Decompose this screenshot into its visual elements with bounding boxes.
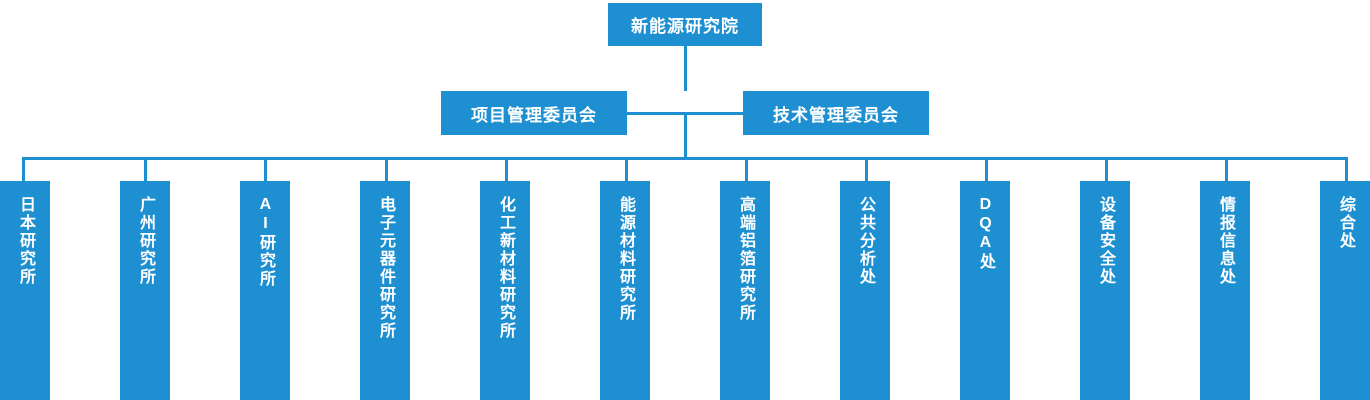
node-leaf-9[interactable]: DQA处 bbox=[960, 181, 1010, 400]
connector-root-to-bus bbox=[684, 112, 687, 160]
node-leaf-12[interactable]: 综合处 bbox=[1320, 181, 1370, 400]
connector-leaf-stem-9 bbox=[985, 157, 988, 181]
node-label: 情报信息处 bbox=[1216, 196, 1234, 286]
connector-level3-bus bbox=[22, 157, 1346, 160]
connector-leaf-stem-4 bbox=[385, 157, 388, 181]
node-leaf-7[interactable]: 高端铝箔研究所 bbox=[720, 181, 770, 400]
node-label: AI研究所 bbox=[256, 196, 274, 288]
connector-leaf-stem-8 bbox=[865, 157, 868, 181]
node-root[interactable]: 新能源研究院 bbox=[608, 3, 762, 46]
node-leaf-4[interactable]: 电子元器件研究所 bbox=[360, 181, 410, 400]
connector-leaf-stem-11 bbox=[1225, 157, 1228, 181]
node-label: 设备安全处 bbox=[1096, 196, 1114, 286]
connector-leaf-stem-7 bbox=[745, 157, 748, 181]
node-label: 能源材料研究所 bbox=[616, 196, 634, 322]
node-leaf-11[interactable]: 情报信息处 bbox=[1200, 181, 1250, 400]
node-leaf-5[interactable]: 化工新材料研究所 bbox=[480, 181, 530, 400]
node-project-management-committee[interactable]: 项目管理委员会 bbox=[441, 91, 627, 135]
node-label: 项目管理委员会 bbox=[471, 105, 597, 125]
node-root-label: 新能源研究院 bbox=[631, 17, 739, 36]
node-technology-management-committee[interactable]: 技术管理委员会 bbox=[743, 91, 929, 135]
connector-root-stem bbox=[684, 46, 687, 91]
node-leaf-1[interactable]: 日本研究所 bbox=[0, 181, 50, 400]
node-label: 日本研究所 bbox=[16, 196, 34, 286]
node-leaf-10[interactable]: 设备安全处 bbox=[1080, 181, 1130, 400]
node-leaf-3[interactable]: AI研究所 bbox=[240, 181, 290, 400]
connector-leaf-stem-12 bbox=[1345, 157, 1348, 181]
node-label: 化工新材料研究所 bbox=[496, 196, 514, 340]
node-leaf-8[interactable]: 公共分析处 bbox=[840, 181, 890, 400]
node-label: 公共分析处 bbox=[856, 196, 874, 286]
connector-leaf-stem-2 bbox=[144, 157, 147, 181]
node-label: 技术管理委员会 bbox=[773, 105, 899, 125]
node-label: 高端铝箔研究所 bbox=[736, 196, 754, 322]
connector-leaf-stem-1 bbox=[22, 157, 25, 181]
connector-leaf-stem-3 bbox=[264, 157, 267, 181]
connector-leaf-stem-5 bbox=[505, 157, 508, 181]
node-leaf-6[interactable]: 能源材料研究所 bbox=[600, 181, 650, 400]
node-label: 电子元器件研究所 bbox=[376, 196, 394, 340]
node-label: 综合处 bbox=[1336, 196, 1354, 250]
node-label: DQA处 bbox=[976, 196, 994, 271]
node-leaf-2[interactable]: 广州研究所 bbox=[120, 181, 170, 400]
connector-leaf-stem-6 bbox=[625, 157, 628, 181]
node-label: 广州研究所 bbox=[136, 196, 154, 286]
connector-leaf-stem-10 bbox=[1105, 157, 1108, 181]
